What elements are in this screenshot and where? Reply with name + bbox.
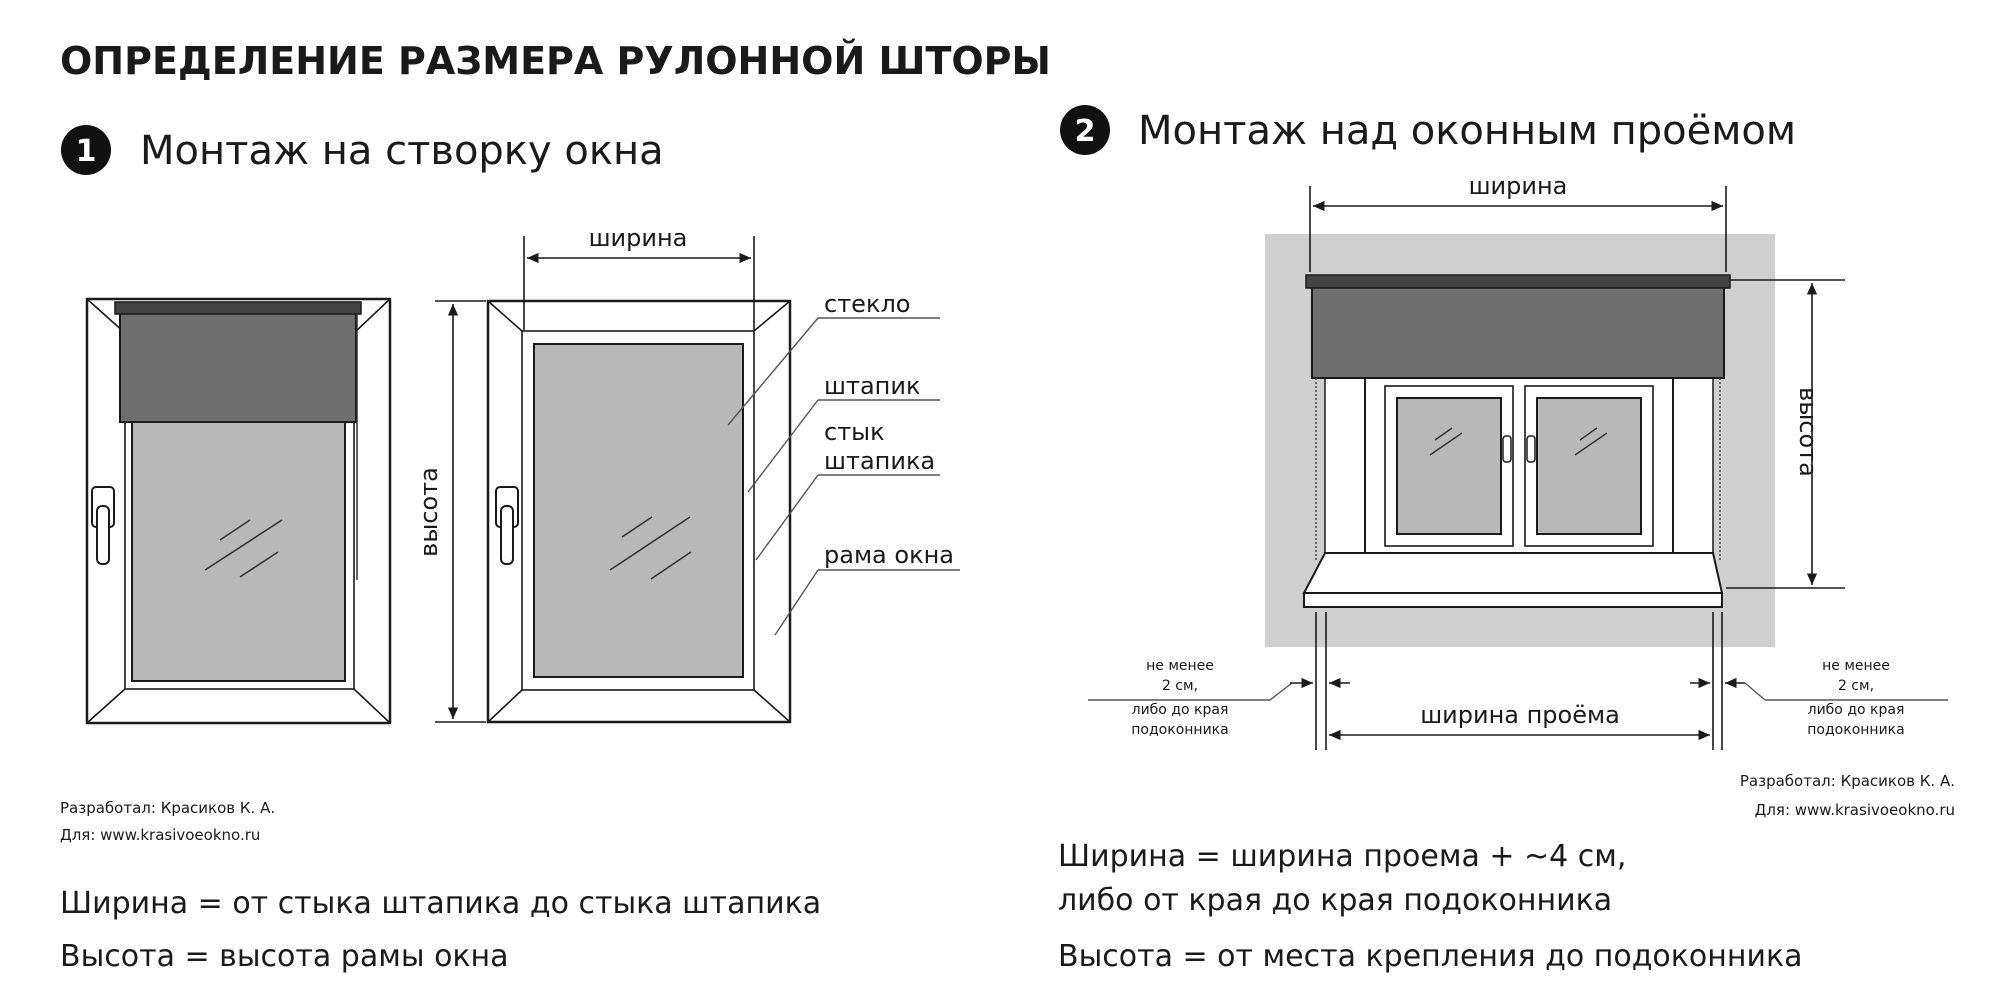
section2-formula-width-line1: Ширина = ширина проема + ~4 см, [1058, 839, 1626, 874]
svg-text:2 см,: 2 см, [1162, 678, 1198, 694]
glass-pane [131, 417, 346, 682]
section1-height-label: высота [415, 467, 443, 557]
svg-text:подоконника: подоконника [1131, 722, 1228, 738]
section1-formula-width: Ширина = от стыка штапика до стыка штапи… [60, 886, 821, 921]
section2-height-label: высота [1794, 387, 1822, 477]
section1-credit: Разработал: Красиков К. А. Для: www.kras… [60, 799, 275, 844]
section1-title: Монтаж на створку окна [140, 128, 664, 174]
handle-icon [495, 486, 519, 565]
section2-width-label: ширина [1469, 172, 1568, 200]
svg-text:не менее: не менее [1822, 658, 1890, 674]
svg-text:подоконника: подоконника [1807, 722, 1904, 738]
margin-note-right: не менее 2 см, либо до края подоконника [1690, 658, 1948, 738]
svg-text:2 см,: 2 см, [1838, 678, 1874, 694]
section2-number-badge [1060, 105, 1110, 155]
left-glass [1396, 397, 1502, 535]
part-label-glass: стекло [727, 290, 940, 426]
section2-height-dimension: высота [1726, 279, 1845, 589]
svg-text:штапик: штапик [824, 372, 920, 400]
section2-opening-width-label: ширина проёма [1420, 701, 1620, 729]
handle-icon [1502, 435, 1536, 463]
margin-note-left: не менее 2 см, либо до края подоконника [1088, 658, 1350, 738]
svg-text:рама окна: рама окна [824, 541, 954, 569]
windowsill-edge [1303, 592, 1723, 608]
window-opening-with-blind [1265, 234, 1775, 647]
section1-number: 1 [76, 134, 97, 169]
svg-text:Разработал: Красиков К. А.: Разработал: Красиков К. А. [60, 799, 275, 817]
window-sash-measured: ширина высота стекло штапик стык штапика [415, 224, 960, 724]
svg-text:штапика: штапика [824, 447, 935, 475]
bead-frame [521, 330, 755, 691]
section1-formulas: Ширина = от стыка штапика до стыка штапи… [60, 886, 821, 974]
handle-icon [91, 486, 115, 565]
section2-heading: 2 Монтаж над оконным проёмом [1060, 105, 1796, 155]
svg-text:стекло: стекло [824, 290, 910, 318]
section1-width-dimension: ширина [523, 224, 755, 330]
roller-blind [119, 309, 357, 423]
svg-text:либо до края: либо до края [1132, 702, 1229, 718]
svg-text:стык: стык [824, 418, 885, 446]
right-glass [1536, 397, 1642, 535]
svg-text:не менее: не менее [1146, 658, 1214, 674]
svg-text:либо до края: либо до края [1808, 702, 1905, 718]
glass-reflection-icon [609, 516, 692, 580]
part-label-frame: рама окна [774, 541, 960, 636]
part-label-bead-joint: стык штапика [755, 418, 940, 561]
section1-formula-height: Высота = высота рамы окна [60, 939, 509, 974]
glass-reflection-icon [204, 519, 283, 578]
svg-text:Для: www.krasivoeokno.ru: Для: www.krasivoeokno.ru [60, 826, 260, 844]
section1-heading: 1 Монтаж на створку окна [61, 125, 664, 175]
blind-cassette [1305, 274, 1731, 289]
blind-cassette [114, 301, 362, 315]
section1-width-label: ширина [589, 224, 688, 252]
section1-number-badge [61, 125, 111, 175]
svg-text:Разработал: Красиков К. А.: Разработал: Красиков К. А. [1740, 772, 1955, 790]
section2-formula-height: Высота = от места крепления до подоконни… [1058, 939, 1803, 974]
page-title: ОПРЕДЕЛЕНИЕ РАЗМЕРА РУЛОННОЙ ШТОРЫ [60, 39, 1051, 83]
part-label-bead: штапик [747, 372, 940, 493]
section2-opening-width-dimension: ширина проёма [1315, 612, 1723, 750]
glass-pane [533, 343, 744, 678]
section1-height-dimension: высота [415, 300, 486, 723]
svg-text:Для: www.krasivoeokno.ru: Для: www.krasivoeokno.ru [1755, 801, 1955, 819]
windowsill [1302, 552, 1724, 594]
glass-reflection-icon [1429, 427, 1608, 456]
section2-formulas: Ширина = ширина проема + ~4 см, либо от … [1058, 839, 1803, 974]
section2-width-dimension: ширина [1309, 172, 1727, 272]
section2-number: 2 [1075, 114, 1096, 149]
section2-credit: Разработал: Красиков К. А. Для: www.kras… [1740, 772, 1955, 819]
section2-formula-width-line2: либо от края до края подоконника [1058, 883, 1612, 918]
roller-blind [1311, 283, 1725, 379]
section2-title: Монтаж над оконным проёмом [1138, 108, 1796, 154]
window-sash-with-blind [85, 297, 392, 725]
